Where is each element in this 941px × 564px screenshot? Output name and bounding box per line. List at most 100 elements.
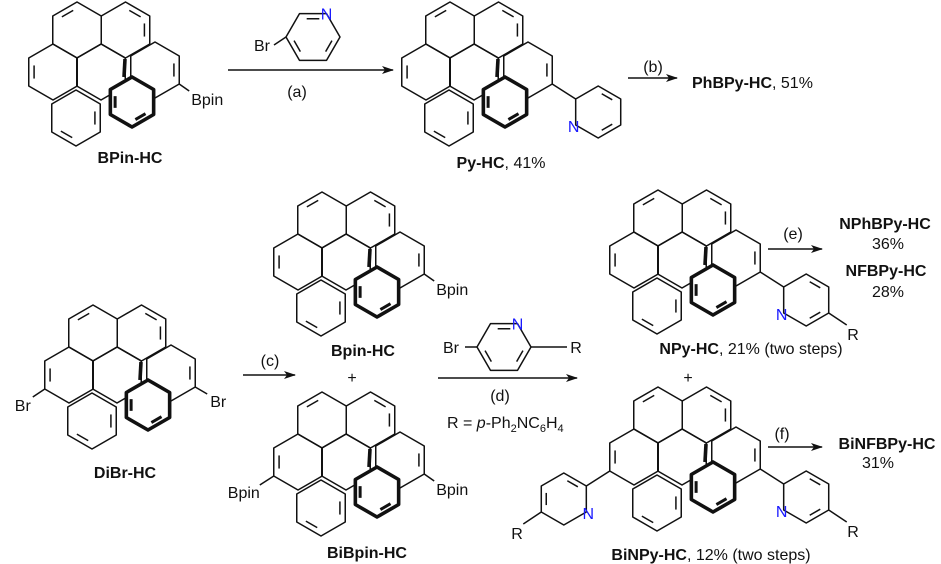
helicene-ring (28, 43, 78, 101)
helicene-ring (68, 304, 118, 362)
double-bond (484, 350, 493, 362)
yield-binfbpy-hc: 31% (862, 455, 894, 472)
double-bond (373, 399, 387, 408)
double-bond (305, 320, 318, 329)
bond (522, 511, 542, 525)
helicene-ring (633, 386, 683, 444)
helicene-ring (297, 391, 347, 449)
r-def-part: -Ph (486, 415, 511, 432)
compound-name: PhBPy-HC (692, 75, 772, 92)
bond (138, 361, 143, 381)
helicene-ring (424, 89, 474, 147)
label-npy-hc: NPy-HC, 21% (two steps) (659, 341, 842, 358)
helicene-ring (425, 1, 475, 59)
double-bond (642, 394, 655, 403)
plus-sign: + (683, 370, 692, 387)
helicene-bold-ring (353, 465, 401, 519)
double-bond (641, 318, 654, 327)
r-group: R (847, 524, 859, 541)
compound-yield: , 21% (two steps) (719, 341, 843, 358)
double-bond (128, 9, 142, 18)
nitrogen-atom: N (512, 317, 524, 334)
bond (423, 473, 435, 482)
yield-nfbpy-hc: 28% (872, 284, 904, 301)
double-bond (809, 311, 821, 319)
helicene-bold-ring (481, 75, 529, 129)
double-bond (324, 40, 333, 52)
r-def-sub: 6 (540, 423, 546, 435)
helicene-ring (632, 277, 682, 335)
bromine-atom: Br (443, 340, 460, 357)
helicene-ring (273, 233, 323, 291)
helicene-ring (681, 386, 732, 444)
helicene-ring (681, 189, 732, 247)
yield-nphbpy-hc: 36% (872, 236, 904, 253)
double-bond (293, 40, 302, 52)
step-a-label: (a) (287, 84, 307, 101)
helicene-bold-ring (124, 378, 172, 432)
bpin-group: Bpin (436, 282, 468, 299)
double-bond (434, 9, 447, 18)
label-bpin-hc-top: BPin-HC (98, 150, 163, 167)
bond (551, 83, 577, 100)
step-e-label: (e) (783, 226, 803, 243)
bond (828, 509, 848, 523)
bond (194, 386, 208, 395)
nitrogen-atom: N (568, 119, 580, 136)
bond (122, 58, 127, 78)
helicene-ring (345, 191, 396, 249)
r-def-part: NC (517, 415, 540, 432)
bpin-group: Bpin (191, 92, 223, 109)
bond (367, 448, 372, 468)
step-d-label: (d) (490, 388, 510, 405)
bond (759, 271, 785, 288)
r-group: R (511, 526, 523, 543)
double-bond (134, 112, 147, 121)
pyridine-ring (782, 273, 830, 327)
double-bond (379, 502, 392, 511)
pyridine-ring (540, 472, 588, 526)
helicene-ring (609, 231, 659, 289)
helicene-ring (609, 428, 659, 486)
double-bond (715, 300, 728, 309)
label-bpin-hc: Bpin-HC (331, 343, 395, 360)
nitrogen-atom: N (776, 504, 788, 521)
double-bond (150, 415, 163, 424)
pyridine-ring (574, 85, 622, 139)
helicene-ring (632, 474, 682, 532)
double-bond (144, 312, 158, 321)
compound-name: BiNPy-HC (611, 547, 687, 564)
r-group: R (570, 340, 582, 357)
bond (585, 470, 611, 487)
helicene-bold-ring (689, 263, 737, 317)
double-bond (433, 130, 446, 139)
double-bond (77, 312, 90, 321)
double-bond (507, 112, 520, 121)
compound-name: Py-HC (457, 155, 505, 172)
pyridine-ring (782, 470, 830, 524)
helicene-ring (473, 1, 524, 59)
double-bond (76, 433, 89, 442)
r-def-italic: p (476, 415, 486, 432)
helicene-ring (296, 479, 346, 537)
helicene-ring (44, 346, 94, 404)
r-def-sub: 4 (558, 423, 564, 435)
double-bond (809, 281, 821, 289)
label-dibr-hc: DiBr-HC (94, 465, 157, 482)
label-py-hc: Py-HC, 41% (457, 155, 546, 172)
compound-yield: , 41% (505, 155, 546, 172)
compound-yield: , 12% (two steps) (687, 547, 811, 564)
double-bond (305, 520, 318, 529)
molecular-structures (28, 1, 848, 537)
double-bond (601, 123, 613, 131)
bond (828, 312, 848, 326)
label-bibpin-hc: BiBpin-HC (327, 545, 407, 562)
helicene-ring (100, 1, 151, 59)
r-def-sub: 2 (511, 423, 517, 435)
helicene-ring (401, 43, 451, 101)
bond (703, 443, 708, 463)
label-binfbpy-hc: BiNFBPy-HC (839, 436, 936, 453)
step-f-label: (f) (774, 426, 789, 443)
double-bond (379, 302, 392, 311)
